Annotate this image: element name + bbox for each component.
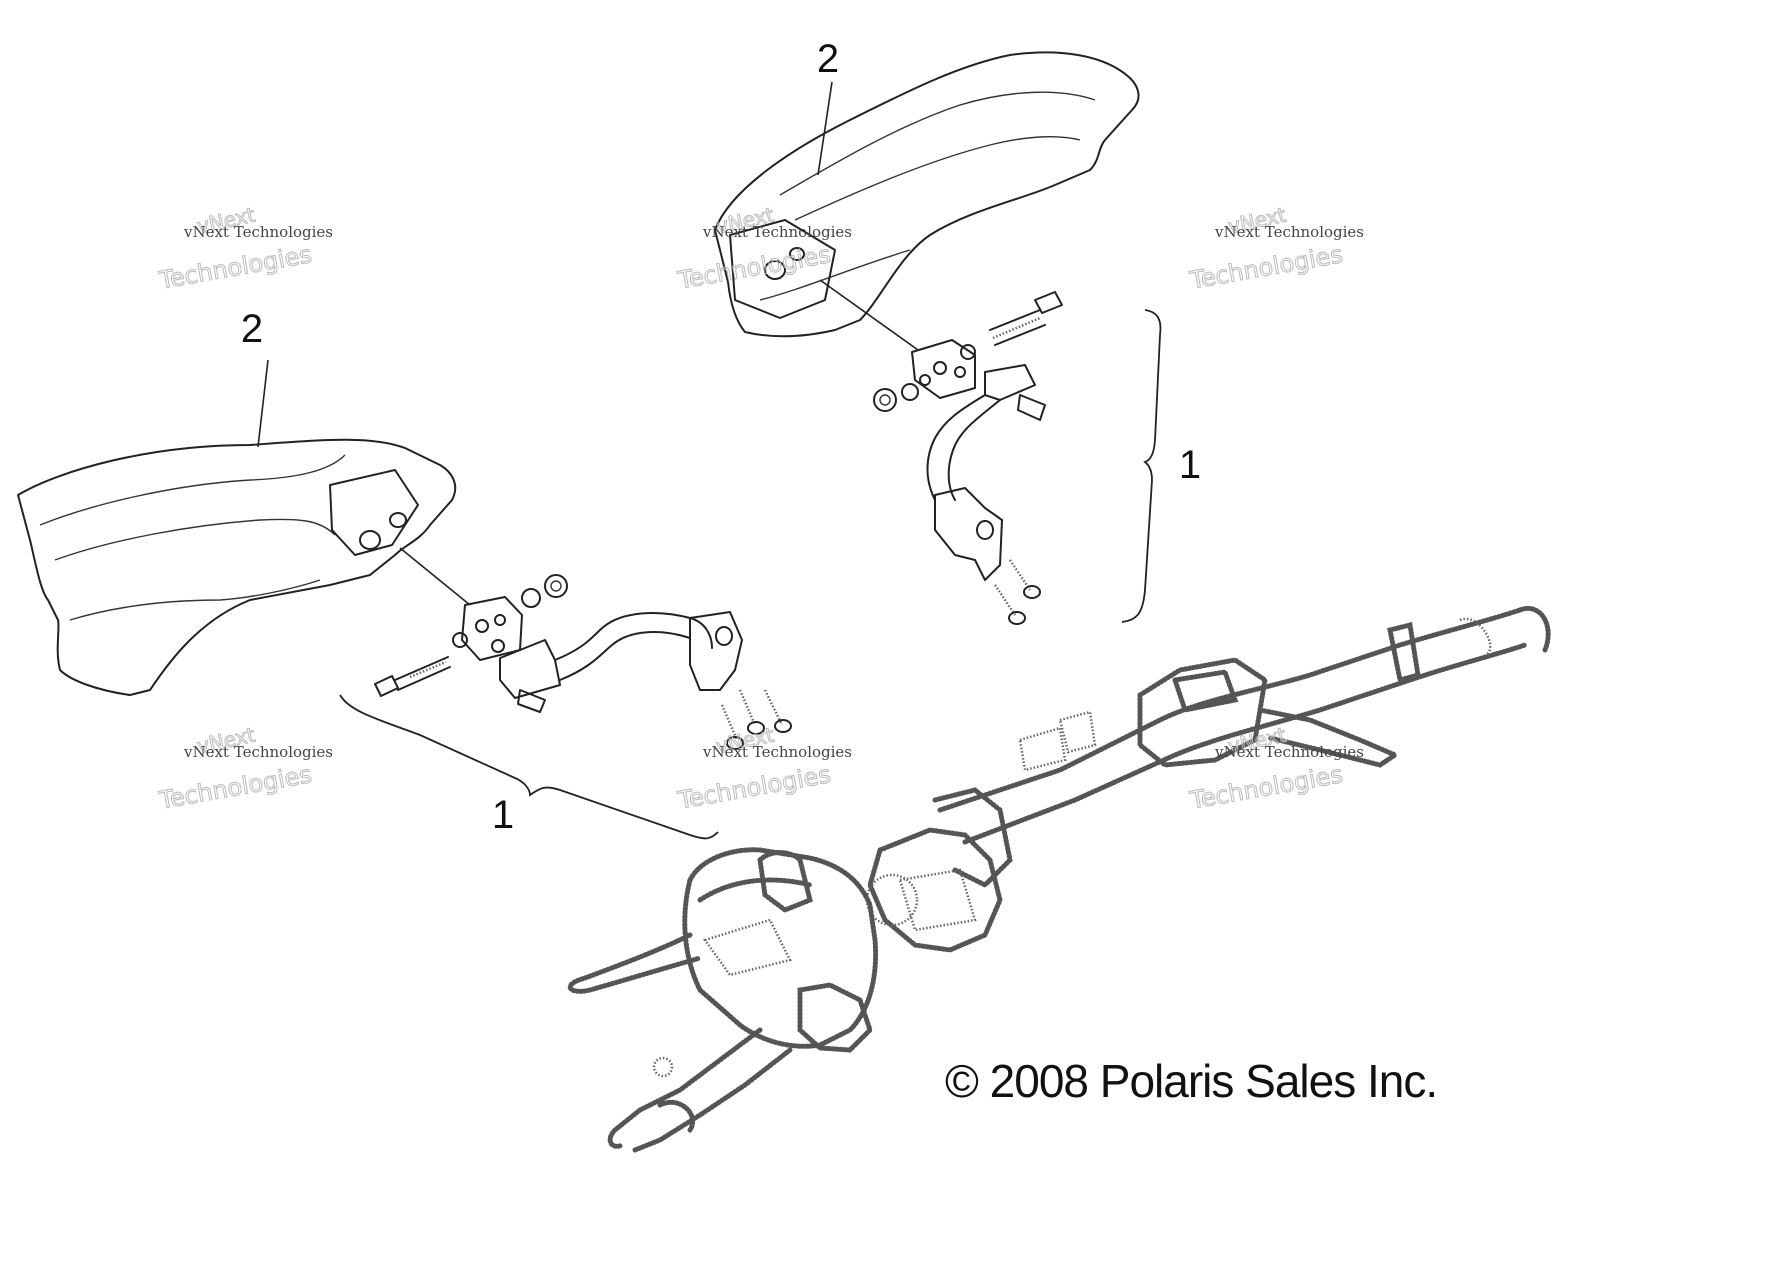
svg-text:Technologies: Technologies <box>675 240 833 295</box>
watermark-2: vNext vNext Technologies Technologies <box>675 202 852 295</box>
left-bolt-long <box>374 656 451 697</box>
right-screws <box>993 394 1046 625</box>
svg-text:vNext Technologies: vNext Technologies <box>1214 223 1364 241</box>
svg-text:vNext Technologies: vNext Technologies <box>183 743 333 761</box>
right-bolt-long <box>989 291 1063 346</box>
svg-text:Technologies: Technologies <box>156 240 314 295</box>
left-screws <box>517 689 792 750</box>
callout-2-right: 2 <box>817 37 839 81</box>
callout-2-left: 2 <box>241 307 263 351</box>
svg-text:vNext Technologies: vNext Technologies <box>702 743 852 761</box>
right-hand-guard: 2 <box>714 37 1140 338</box>
watermark-1: vNext vNext Technologies Technologies <box>156 202 333 295</box>
right-mount-hardware: 1 <box>819 279 1201 625</box>
svg-text:vNext Technologies: vNext Technologies <box>183 223 333 241</box>
left-mount-hardware: 1 <box>339 547 792 840</box>
left-washer-stack <box>452 574 568 648</box>
right-washer-stack <box>873 344 976 412</box>
copyright-notice: © 2008 Polaris Sales Inc. <box>945 1055 1437 1107</box>
svg-text:vNext Technologies: vNext Technologies <box>1214 743 1364 761</box>
svg-text:vNext Technologies: vNext Technologies <box>702 223 852 241</box>
callout-1-right: 1 <box>1179 443 1201 487</box>
watermark-3: vNext vNext Technologies Technologies <box>1187 202 1364 295</box>
watermark-5: vNext vNext Technologies Technologies <box>675 722 852 815</box>
handlebar-assembly <box>567 605 1551 1153</box>
left-hand-guard: 2 <box>17 307 457 696</box>
callout-1-left: 1 <box>492 793 514 837</box>
svg-text:Technologies: Technologies <box>1187 240 1345 295</box>
svg-text:Technologies: Technologies <box>1187 760 1345 815</box>
svg-text:Technologies: Technologies <box>156 760 314 815</box>
watermark-6: vNext vNext Technologies Technologies <box>1187 722 1364 815</box>
watermark-4: vNext vNext Technologies Technologies <box>156 722 333 815</box>
svg-text:Technologies: Technologies <box>675 760 833 815</box>
